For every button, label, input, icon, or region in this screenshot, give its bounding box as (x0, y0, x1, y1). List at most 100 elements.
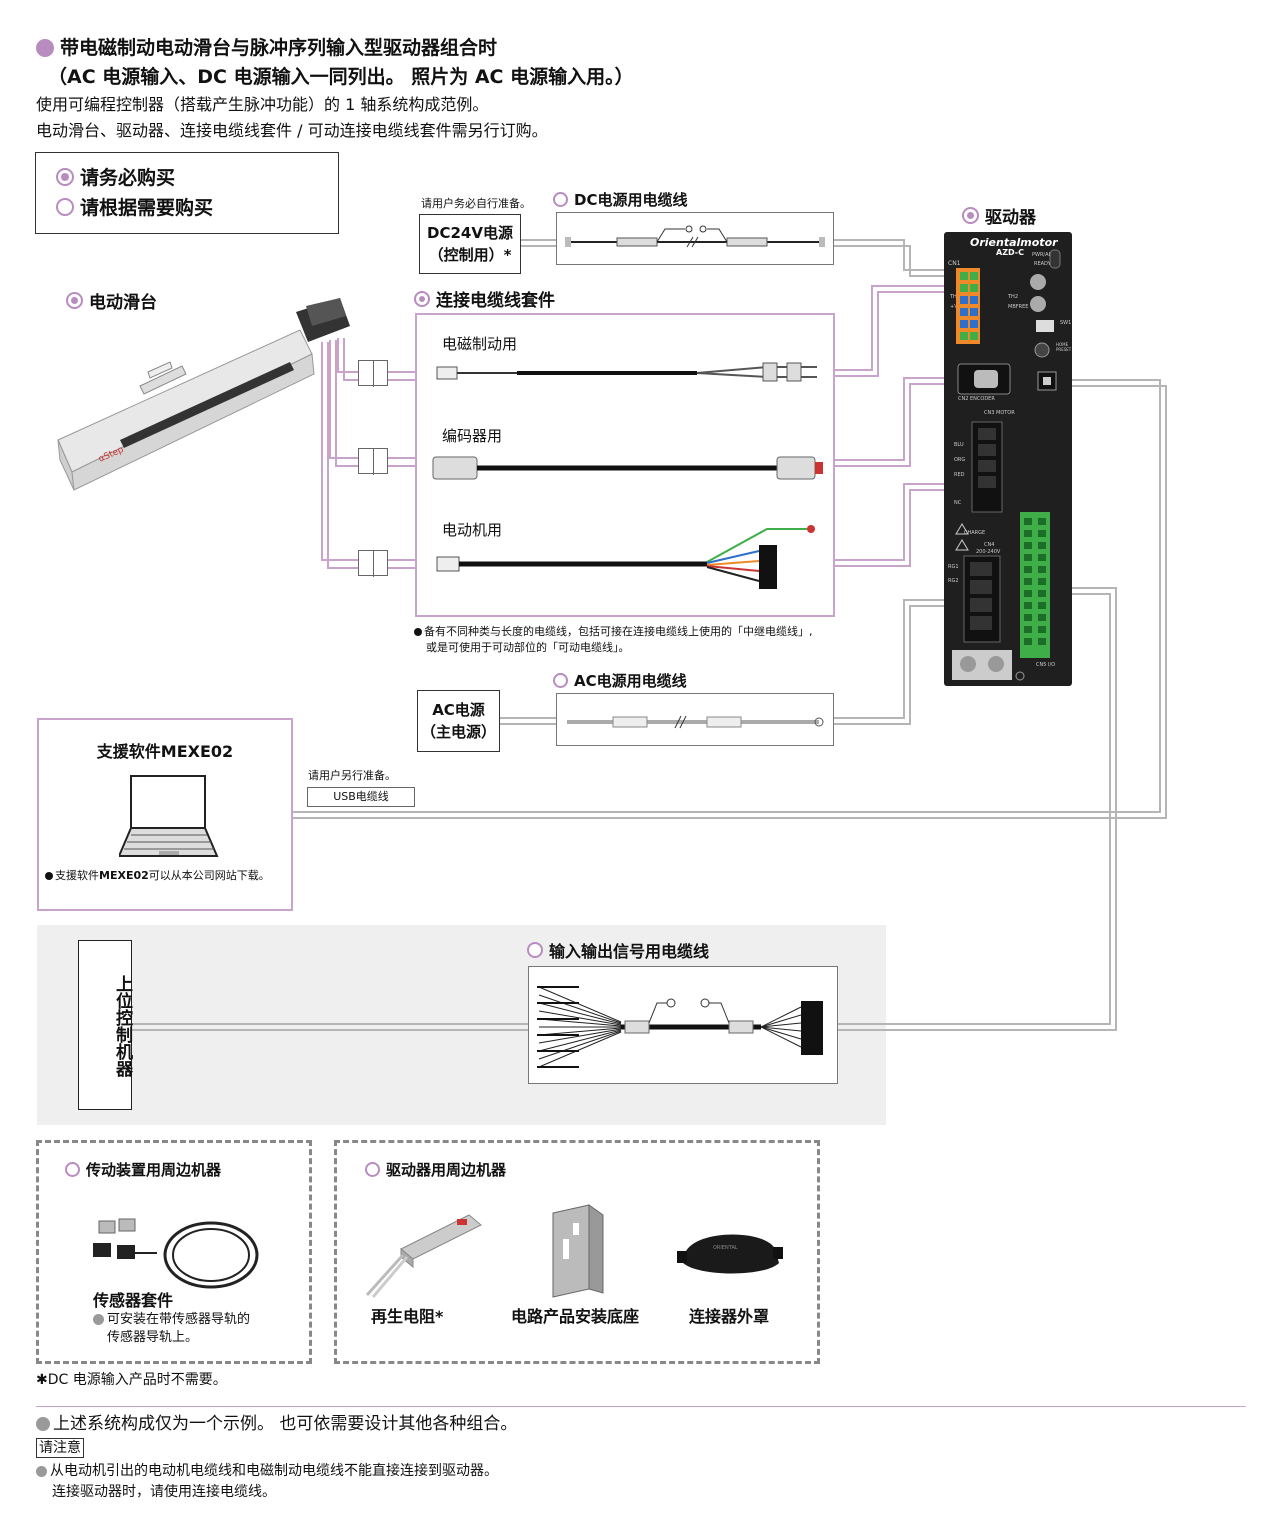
software-box: 支援软件MEXE02 支援软件MEXE02可以从本公司网站下载。 (37, 718, 293, 911)
must-buy-icon (56, 167, 74, 186)
optional-buy-icon (527, 942, 543, 958)
motor-cable-label: 电动机用 (442, 521, 503, 539)
cable-kit-note1: 备有不同种类与长度的电缆线，包括可接在连接电缆线上使用的「中继电缆线」, (414, 624, 813, 640)
caution-line1-text: 从电动机引出的电动机电缆线和电磁制动电缆线不能直接连接到驱动器。 (50, 1463, 498, 1479)
must-buy-icon (962, 207, 979, 224)
must-buy-icon (414, 290, 430, 307)
sw1-label: SW1 (1060, 320, 1072, 326)
slide-title-text: 电动滑台 (89, 293, 157, 313)
driver-brand: Orientalmotor (970, 236, 1058, 249)
cable-kit-box: 电磁制动用 编码器用 电动机用 (415, 313, 835, 617)
driver-peripherals-box: 驱动器用周边机器 ORIENTAL 再生电阻* 电路产品安装底座 连接器外罩 (334, 1140, 820, 1364)
ac-power-label2: （主电源） (420, 723, 496, 741)
actuator-peripherals-title: 传动装置用周边机器 (65, 1159, 221, 1180)
bullet-dot-icon (45, 872, 53, 880)
software-note: 支援软件MEXE02可以从本公司网站下载。 (45, 868, 270, 884)
actuator-peripherals-title-text: 传动装置用周边机器 (86, 1161, 222, 1179)
encoder-cable-image (432, 456, 823, 480)
bullet-dot-icon (36, 1417, 50, 1431)
brake-cable-image (436, 362, 817, 382)
blu-label: BLU (954, 442, 964, 448)
legend-must-label: 请务必购买 (80, 167, 176, 189)
dc-power-note: 请用户务必自行准备。 (421, 197, 531, 210)
software-note-prefix: 支援软件 (55, 869, 99, 882)
electric-slide-image: αStep (57, 298, 350, 491)
mbfree-label: MBFREE (1008, 304, 1029, 310)
encoder-cable-label: 编码器用 (442, 427, 503, 445)
dc-cable-title: DC电源用电缆线 (553, 189, 687, 210)
ac-power-box: AC电源 （主电源） (417, 690, 500, 752)
ac-power-label1: AC电源 (432, 701, 485, 719)
legend-optional: 请根据需要购买 (56, 193, 213, 220)
ac-cable-title: AC电源用电缆线 (553, 670, 687, 691)
usb-cable-label: USB电缆线 (307, 787, 415, 807)
example-note-text: 上述系统构成仅为一个示例。 也可依需要设计其他各种组合。 (53, 1414, 518, 1434)
rg2-label: RG2 (948, 578, 959, 584)
slide-connector-encoder (358, 448, 388, 475)
mounting-base-label: 电路产品安装底座 (511, 1307, 640, 1326)
driver-peripherals-title-text: 驱动器用周边机器 (386, 1161, 507, 1179)
connector-cover-label: 连接器外罩 (689, 1307, 770, 1326)
optional-buy-icon (365, 1162, 380, 1177)
legend-must: 请务必购买 (56, 163, 175, 190)
voltage-label: 200-240V (976, 549, 1001, 555)
brake-cable-label: 电磁制动用 (442, 335, 518, 353)
org-label: ORG (954, 457, 966, 463)
optional-buy-icon (56, 197, 74, 216)
bullet-dot-icon (36, 39, 54, 57)
footnote: ✱DC 电源输入产品时不需要。 (36, 1369, 227, 1389)
actuator-peripherals-box: 传动装置用周边机器 传感器套件 可安装在带传感器导轨的 传感器导轨上。 (36, 1140, 312, 1364)
page-title: 带电磁制动电动滑台与脉冲序列输入型驱动器组合时 (36, 34, 497, 62)
cable-kit-note2: 或是可使用于可动部位的「可动电缆线」。 (426, 641, 630, 654)
cn4-label: CN4 (984, 542, 995, 548)
cn5-label: CN5 I/O (1036, 662, 1056, 668)
title-line1: 带电磁制动电动滑台与脉冲序列输入型驱动器组合时 (60, 37, 498, 59)
home-preset-label: HOME PRESET (1056, 342, 1072, 352)
rg1-label: RG1 (948, 564, 959, 570)
driver-title: 驱动器 (962, 203, 1036, 228)
must-buy-icon (66, 292, 83, 309)
th2-label: TH2 (1008, 294, 1018, 300)
svg-text:ORIENTAL: ORIENTAL (713, 1245, 738, 1251)
driver-face (952, 249, 1061, 681)
host-controller-box: 上位控制机器 (78, 940, 132, 1110)
title-line2: （AC 电源输入、DC 电源输入一同列出。 照片为 AC 电源输入用。） (48, 66, 634, 88)
footnote-text: DC 电源输入产品时不需要。 (47, 1372, 227, 1388)
nc-label: NC (954, 500, 962, 506)
cable-kit-title-text: 连接电缆线套件 (436, 291, 555, 311)
dc-cable-image (565, 225, 825, 248)
th1-label: TH1 (950, 294, 960, 300)
host-controller-label: 上位控制机器 (112, 975, 132, 1077)
description-line1: 使用可编程控制器（搭载产生脉冲功能）的 1 轴系统构成范例。 (36, 95, 489, 114)
io-cable-title-text: 输入输出信号用电缆线 (549, 942, 710, 961)
dc-cable-title-text: DC电源用电缆线 (574, 191, 688, 209)
slide-connector-motor (358, 550, 388, 577)
example-note: 上述系统构成仅为一个示例。 也可依需要设计其他各种组合。 (36, 1411, 517, 1437)
sensor-note1-text: 可安装在带传感器导轨的 (107, 1312, 251, 1327)
slide-connector-brake (358, 360, 388, 387)
connector-cover-image: ORIENTAL (677, 1234, 783, 1274)
dc-power-label1: DC24V电源 (427, 224, 513, 242)
software-note-bold: MEXE02 (99, 869, 149, 882)
software-note-suffix: 可以从本公司网站下载。 (148, 869, 270, 882)
mounting-bracket-image (552, 1204, 604, 1298)
red-label: RED (954, 472, 965, 478)
bullet-dot-icon (36, 1465, 47, 1477)
driver-title-text: 驱动器 (985, 208, 1036, 228)
cable-kit-title: 连接电缆线套件 (414, 286, 555, 311)
usb-note: 请用户另行准备。 (308, 769, 396, 782)
laptop-icon (119, 775, 219, 857)
sensor-note2: 传感器导轨上。 (107, 1330, 199, 1345)
io-cable-box (528, 966, 838, 1084)
optional-buy-icon (553, 673, 568, 688)
dc-power-label2: （控制用）* (428, 246, 512, 264)
v-label: +V (950, 304, 958, 310)
caution-line1: 从电动机引出的电动机电缆线和电磁制动电缆线不能直接连接到驱动器。 (36, 1461, 498, 1481)
sensor-kit-label: 传感器套件 (93, 1291, 174, 1310)
bullet-dot-icon (93, 1314, 104, 1325)
io-cable-image (537, 986, 823, 1068)
motor-cable-image (436, 525, 815, 589)
optional-buy-icon (65, 1162, 80, 1177)
caution-line2: 连接驱动器时，请使用连接电缆线。 (52, 1484, 276, 1500)
regen-resistor-label: 再生电阻* (371, 1307, 444, 1326)
